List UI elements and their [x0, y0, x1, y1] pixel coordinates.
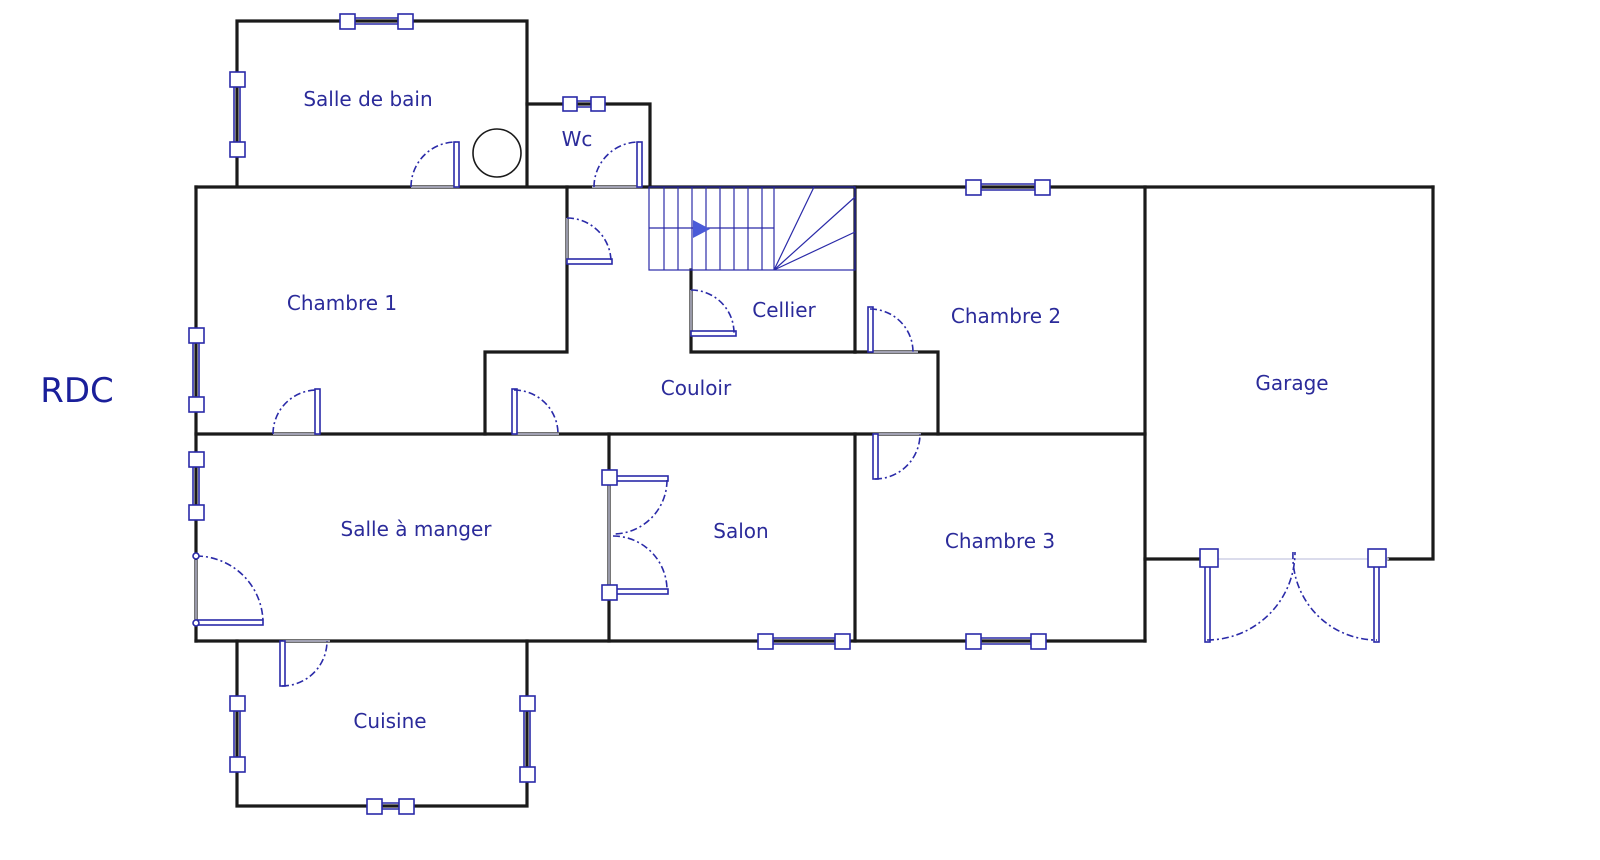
- window-chambre-2-top: [965, 179, 1051, 196]
- window-salle-a-manger-left: [188, 451, 205, 521]
- shower-fixture-icon: [472, 128, 522, 178]
- room-label-cellier: Cellier: [752, 298, 816, 322]
- door-couloir: [511, 388, 559, 435]
- room-labels: RDC Salle de bain Wc Chambre 1 Cellier C…: [40, 87, 1328, 733]
- room-label-chambre-1: Chambre 1: [287, 291, 397, 315]
- doors: [192, 141, 1387, 687]
- door-cellier: [690, 289, 737, 337]
- staircase: [648, 186, 856, 271]
- door-wc: [593, 141, 643, 188]
- double-door-salon: [601, 469, 669, 601]
- window-chambre-1-left: [188, 327, 205, 413]
- room-label-chambre-2: Chambre 2: [951, 304, 1061, 328]
- door-openings: [195, 186, 1389, 642]
- walls: [194, 19, 1435, 808]
- door-chambre-2: [867, 306, 914, 353]
- door-salle-de-bain: [410, 141, 460, 188]
- windows: [188, 13, 1051, 815]
- room-label-salle-a-manger: Salle à manger: [341, 517, 493, 541]
- window-salon-bottom: [757, 633, 851, 650]
- room-label-garage: Garage: [1255, 371, 1328, 395]
- room-label-salon: Salon: [713, 519, 768, 543]
- door-entree: [192, 552, 264, 627]
- room-label-salle-de-bain: Salle de bain: [303, 87, 432, 111]
- window-cuisine-bottom: [366, 798, 415, 815]
- level-label: RDC: [40, 371, 114, 411]
- door-chambre-3: [872, 433, 921, 480]
- room-label-couloir: Couloir: [661, 376, 732, 400]
- door-garage: [1199, 548, 1387, 643]
- window-wc-top: [562, 96, 606, 112]
- door-hall: [566, 217, 613, 265]
- door-cuisine: [279, 640, 328, 687]
- window-cuisine-left: [229, 695, 246, 773]
- window-salle-de-bain-top: [339, 13, 414, 30]
- room-label-chambre-3: Chambre 3: [945, 529, 1055, 553]
- room-label-wc: Wc: [562, 127, 593, 151]
- window-chambre-3-bottom: [965, 633, 1047, 650]
- window-salle-de-bain-left: [229, 71, 246, 158]
- window-cuisine-right: [519, 695, 536, 783]
- stair-direction-arrow-icon: [693, 220, 710, 238]
- room-label-cuisine: Cuisine: [353, 709, 426, 733]
- door-chambre-1: [272, 388, 321, 435]
